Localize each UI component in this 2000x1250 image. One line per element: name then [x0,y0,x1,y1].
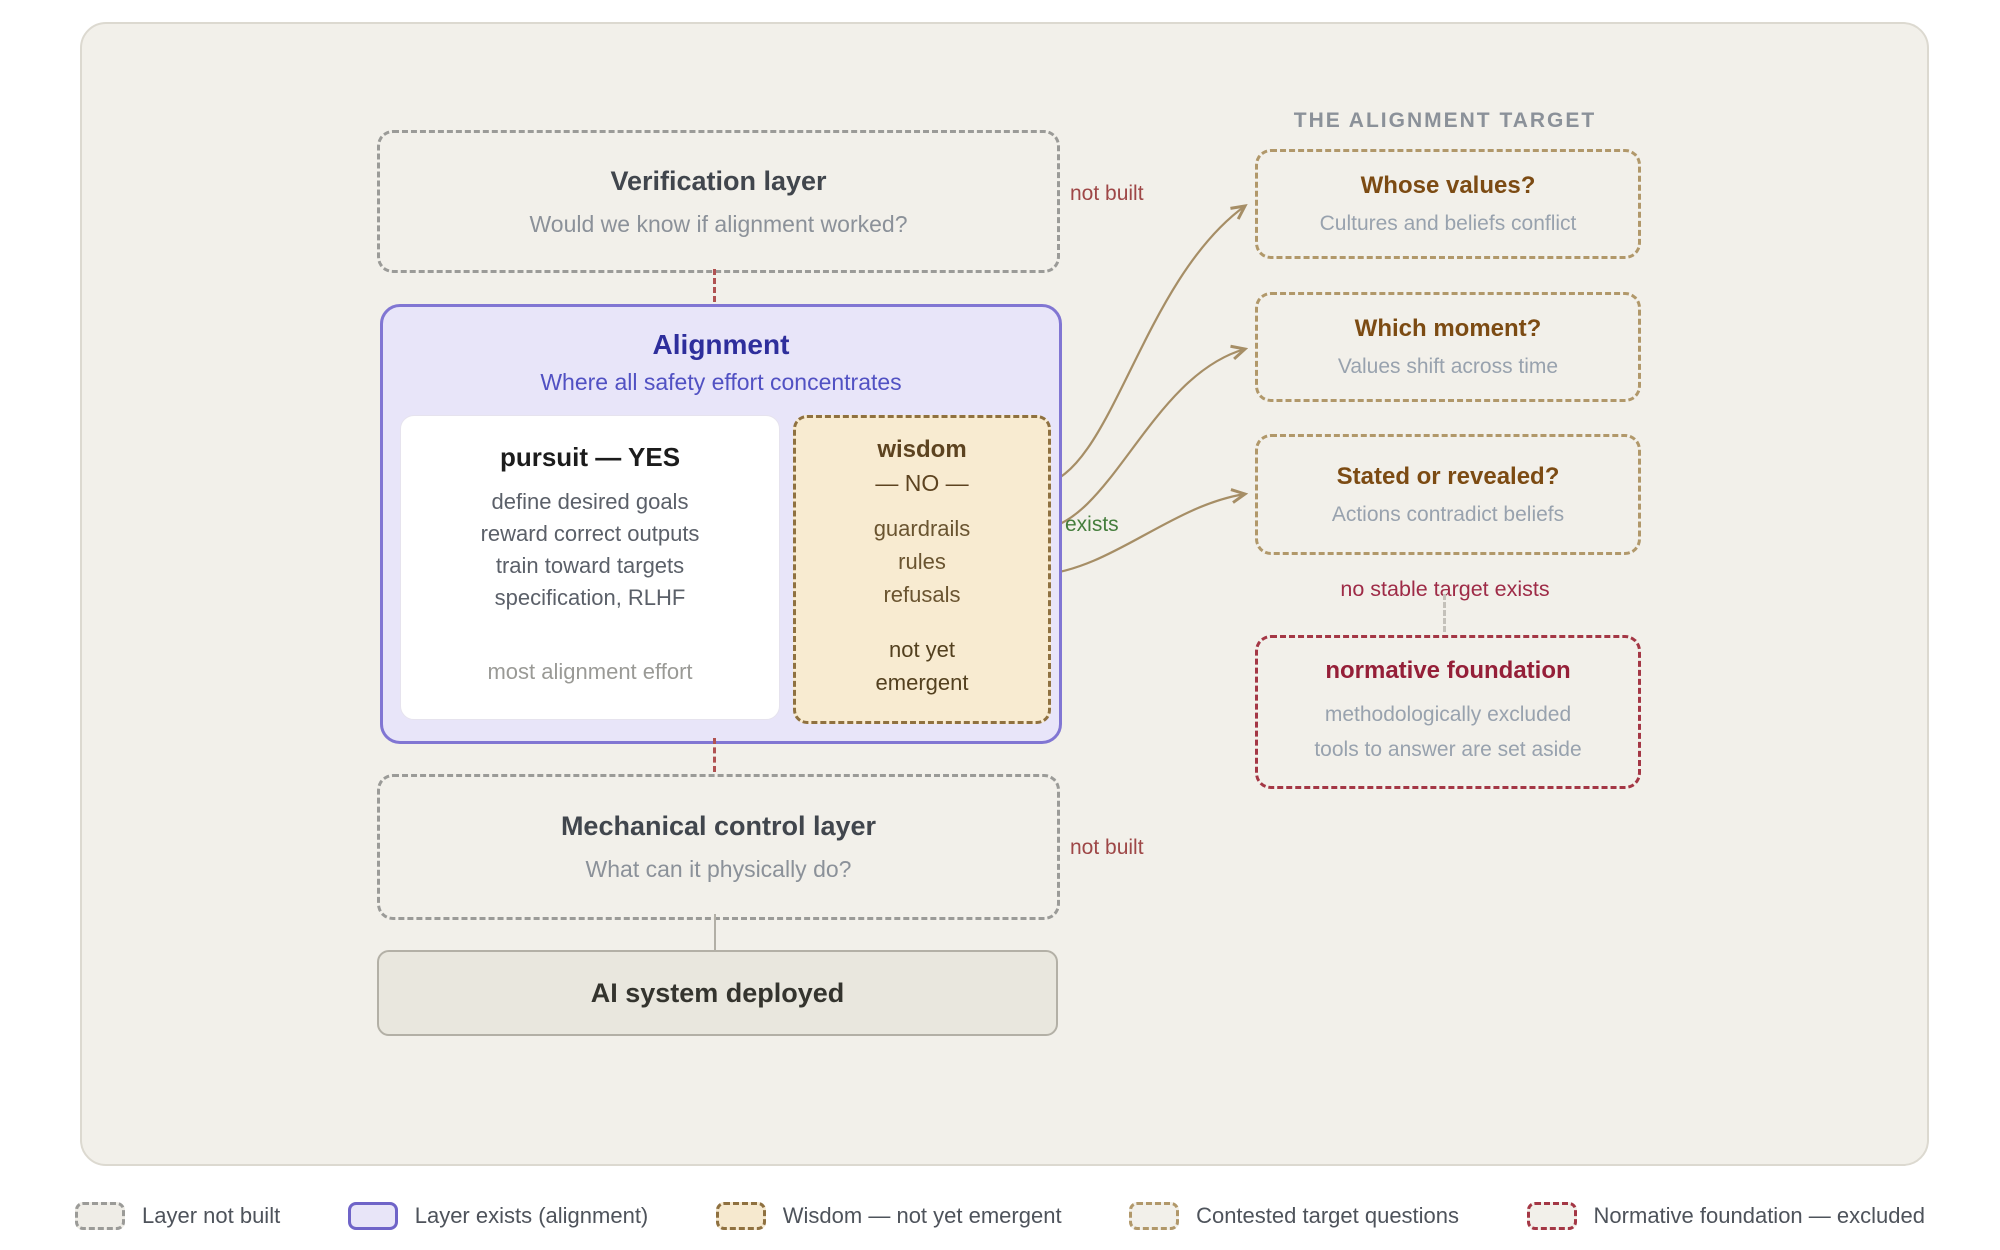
legend-label: Layer not built [142,1203,281,1228]
connector-verification-alignment [713,269,716,302]
legend-label: Normative foundation — excluded [1593,1203,1925,1228]
mechanical-layer-title: Mechanical control layer [560,811,877,841]
verification-layer-title: Verification layer [610,165,827,196]
legend-swatch-not-built [75,1202,125,1230]
pursuit-item: reward correct outputs [480,521,700,546]
legend-label: Contested target questions [1196,1203,1460,1228]
normative-foundation-box: normative foundation methodologically ex… [1255,635,1641,789]
question-subtitle: Values shift across time [1337,355,1559,378]
alignment-status-label: exists [1065,513,1119,536]
question-title: Whose values? [1360,172,1536,199]
mechanical-status-label: not built [1070,836,1144,859]
arrow-to-whose-values [1039,204,1248,487]
legend-swatch-excluded [1526,1202,1577,1230]
normative-line: methodologically excluded [1324,703,1572,726]
question-box-whose-values: Whose values? Cultures and beliefs confl… [1255,149,1641,259]
alignment-title: Alignment [652,329,790,360]
wisdom-footnote-line: emergent [875,670,969,695]
mechanical-control-layer-box: Mechanical control layer What can it phy… [377,774,1060,920]
question-box-which-moment: Which moment? Values shift across time [1255,292,1641,402]
wisdom-card: wisdom — NO — guardrails rules refusals … [793,415,1051,724]
mechanical-layer-subtitle: What can it physically do? [585,856,852,882]
pursuit-item: specification, RLHF [494,585,686,610]
pursuit-items: define desired goals reward correct outp… [401,486,779,614]
legend-item-wisdom: Wisdom — not yet emergent [715,1202,1062,1230]
question-subtitle: Cultures and beliefs conflict [1319,212,1577,235]
legend-item-contested: Contested target questions [1129,1202,1459,1230]
normative-line: tools to answer are set aside [1314,738,1582,761]
connector-mechanical-deployed [714,914,716,950]
legend-swatch-wisdom [715,1202,766,1230]
alignment-subtitle: Where all safety effort concentrates [540,369,902,395]
wisdom-title: wisdom [877,436,967,463]
wisdom-items: guardrails rules refusals [796,512,1048,611]
legend-item-excluded: Normative foundation — excluded [1526,1202,1925,1230]
connector-note-normative [1443,594,1446,632]
legend-label: Wisdom — not yet emergent [782,1203,1062,1228]
question-title: Which moment? [1354,315,1542,342]
legend: Layer not built Layer exists (alignment)… [75,1202,1925,1230]
verification-layer-box: Verification layer Would we know if alig… [377,130,1060,273]
wisdom-footnote-line: not yet [888,637,956,662]
normative-foundation-lines: methodologically excluded tools to answe… [1314,697,1581,767]
connector-alignment-mechanical [713,738,716,772]
diagram-canvas: Verification layer Would we know if alig… [80,22,1929,1166]
legend-label: Layer exists (alignment) [414,1203,649,1228]
pursuit-title: pursuit — YES [499,442,681,472]
verification-status-label: not built [1070,182,1144,205]
question-subtitle: Actions contradict beliefs [1331,502,1565,526]
legend-swatch-exists [347,1202,398,1230]
legend-item-layer-not-built: Layer not built [75,1202,280,1230]
legend-swatch-contested [1129,1202,1180,1230]
pursuit-item: define desired goals [491,489,689,514]
arrow-to-which-moment [1039,344,1249,532]
pursuit-item: train toward targets [495,553,685,578]
question-box-stated-or-revealed: Stated or revealed? Actions contradict b… [1255,434,1641,555]
alignment-layer-box: Alignment Where all safety effort concen… [380,304,1062,744]
ai-system-deployed-title: AI system deployed [590,977,845,1008]
wisdom-item: rules [898,549,946,574]
legend-item-layer-exists: Layer exists (alignment) [347,1202,649,1230]
alignment-target-header: THE ALIGNMENT TARGET [1293,109,1597,132]
verification-layer-subtitle: Would we know if alignment worked? [529,210,908,237]
wisdom-item: refusals [883,582,961,607]
wisdom-item: guardrails [873,516,971,541]
question-title: Stated or revealed? [1336,462,1560,490]
pursuit-footnote: most alignment effort [487,659,693,684]
wisdom-footnote: not yet emergent [796,633,1048,699]
wisdom-no-label: — NO — [875,470,969,496]
pursuit-card: pursuit — YES define desired goals rewar… [400,415,780,720]
ai-system-deployed-box: AI system deployed [377,950,1058,1036]
normative-foundation-title: normative foundation [1325,657,1571,684]
